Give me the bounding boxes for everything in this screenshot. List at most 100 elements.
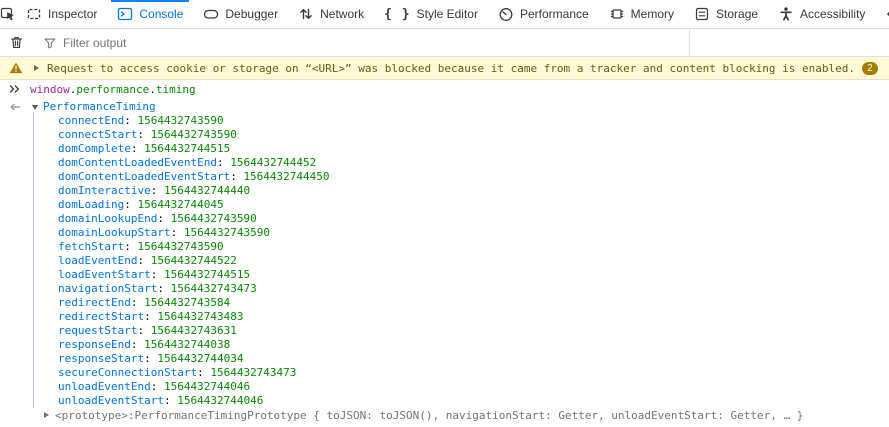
property-colon: : bbox=[170, 226, 184, 239]
object-property-row: domLoading: 1564432744045 bbox=[0, 198, 889, 212]
warning-icon bbox=[9, 61, 23, 75]
tab-network[interactable]: Network bbox=[288, 0, 374, 28]
property-value: 1564432743590 bbox=[183, 226, 270, 239]
clear-console-button[interactable] bbox=[0, 35, 32, 50]
property-name: domainLookupStart bbox=[58, 226, 171, 239]
tab-accessibility[interactable]: Accessibility bbox=[768, 0, 875, 28]
property-name: domComplete bbox=[58, 142, 131, 155]
expand-arrow-icon[interactable] bbox=[44, 412, 49, 418]
property-value: 1564432744452 bbox=[230, 156, 317, 169]
inspector-icon bbox=[26, 6, 42, 22]
property-value: 1564432744046 bbox=[163, 380, 251, 393]
property-value: 1564432743631 bbox=[150, 324, 237, 337]
tab-label: Memory bbox=[630, 7, 675, 21]
property-colon: : bbox=[124, 240, 138, 253]
expand-arrow-icon[interactable] bbox=[34, 65, 39, 71]
tab-label: Inspector bbox=[48, 7, 98, 21]
pick-element-icon bbox=[0, 6, 16, 22]
warning-message[interactable]: Request to access cookie or storage on “… bbox=[0, 57, 889, 80]
tab-debugger[interactable]: Debugger bbox=[193, 0, 288, 28]
property-colon: : bbox=[150, 268, 164, 281]
property-value: 1564432744450 bbox=[243, 170, 330, 183]
debugger-icon bbox=[203, 6, 219, 22]
object-property-row: redirectEnd: 1564432743584 bbox=[0, 296, 889, 310]
property-value: 1564432743590 bbox=[137, 240, 224, 253]
tab-style-editor[interactable]: { } Style Editor bbox=[374, 0, 488, 28]
input-expression: window.performance.timing bbox=[30, 83, 196, 96]
object-property-row: loadEventEnd: 1564432744522 bbox=[0, 254, 889, 268]
pick-element-button[interactable] bbox=[0, 0, 16, 28]
property-name: connectEnd bbox=[58, 114, 125, 127]
tab-label: Style Editor bbox=[416, 7, 478, 21]
property-name: domInteractive bbox=[58, 184, 151, 197]
collapse-toggle-icon[interactable] bbox=[32, 105, 38, 110]
code-token: timing bbox=[155, 82, 196, 96]
tab-memory[interactable]: Memory bbox=[599, 0, 684, 28]
tab-performance[interactable]: Performance bbox=[488, 0, 599, 28]
console-icon bbox=[117, 6, 133, 22]
object-property-row: redirectStart: 1564432743483 bbox=[0, 310, 889, 324]
object-property-row: domainLookupEnd: 1564432743590 bbox=[0, 212, 889, 226]
console-filter-bar bbox=[0, 29, 889, 57]
object-property-row: domComplete: 1564432744515 bbox=[0, 142, 889, 156]
property-name: fetchStart bbox=[58, 240, 125, 253]
object-property-row: navigationStart: 1564432743473 bbox=[0, 282, 889, 296]
property-colon: : bbox=[130, 142, 145, 155]
object-property-row: fetchStart: 1564432743590 bbox=[0, 240, 889, 254]
object-property-row: domInteractive: 1564432744440 bbox=[0, 184, 889, 198]
object-property-row: secureConnectionStart: 1564432743473 bbox=[0, 366, 889, 380]
property-colon: : bbox=[144, 352, 158, 365]
object-property-row: unloadEventStart: 1564432744046 bbox=[0, 394, 889, 408]
code-token: performance bbox=[76, 82, 150, 96]
object-class-name[interactable]: PerformanceTiming bbox=[43, 100, 156, 113]
property-value: 1564432743473 bbox=[170, 282, 257, 295]
object-property-row: unloadEventEnd: 1564432744046 bbox=[0, 380, 889, 394]
property-name: domContentLoadedEventEnd bbox=[58, 156, 217, 169]
tab-label: Performance bbox=[519, 7, 589, 21]
property-colon: : bbox=[130, 296, 145, 309]
filter-funnel-icon bbox=[43, 36, 57, 50]
evaluated-expression-row: window.performance.timing bbox=[0, 80, 889, 98]
property-name: loadEventEnd bbox=[58, 254, 138, 267]
prototype-preview: PerformanceTimingPrototype { toJSON: toJ… bbox=[134, 408, 804, 422]
accessibility-icon bbox=[778, 6, 794, 22]
property-value: 1564432743590 bbox=[170, 212, 257, 225]
property-name: domContentLoadedEventStart bbox=[58, 170, 231, 183]
object-property-row: connectEnd: 1564432743590 bbox=[0, 114, 889, 128]
property-colon: : bbox=[230, 170, 244, 183]
tab-label: Network bbox=[320, 7, 365, 21]
property-colon: : bbox=[124, 198, 138, 211]
style-editor-icon: { } bbox=[384, 6, 411, 22]
object-property-row: domContentLoadedEventEnd: 1564432744452 bbox=[0, 156, 889, 170]
object-property-row: loadEventStart: 1564432744515 bbox=[0, 268, 889, 282]
property-name: loadEventStart bbox=[58, 268, 151, 281]
property-value: 1564432744515 bbox=[144, 142, 231, 155]
prototype-label: <prototype>: bbox=[55, 408, 135, 422]
property-colon: : bbox=[137, 254, 151, 267]
more-tabs-button[interactable] bbox=[875, 0, 889, 28]
property-colon: : bbox=[150, 380, 164, 393]
tab-inspector[interactable]: Inspector bbox=[16, 0, 107, 28]
performance-icon bbox=[498, 6, 514, 22]
filter-output-input[interactable] bbox=[63, 35, 483, 50]
property-name: unloadEventEnd bbox=[58, 380, 151, 393]
property-colon: : bbox=[124, 114, 138, 127]
tab-storage[interactable]: Storage bbox=[684, 0, 768, 28]
filter-bar-separator bbox=[689, 29, 690, 56]
network-icon bbox=[298, 6, 314, 22]
code-token: window bbox=[30, 82, 70, 96]
property-name: domLoading bbox=[58, 198, 125, 211]
trash-icon bbox=[9, 35, 24, 50]
tab-console[interactable]: Console bbox=[107, 0, 193, 28]
object-property-row: responseStart: 1564432744034 bbox=[0, 352, 889, 366]
property-value: 1564432744038 bbox=[144, 338, 231, 351]
property-name: secureConnectionStart bbox=[58, 366, 198, 379]
object-property-row: requestStart: 1564432743631 bbox=[0, 324, 889, 338]
property-name: redirectEnd bbox=[58, 296, 131, 309]
object-property-row: responseEnd: 1564432744038 bbox=[0, 338, 889, 352]
code-token: . bbox=[149, 82, 156, 96]
property-value: 1564432743584 bbox=[144, 296, 231, 309]
property-colon: : bbox=[144, 310, 158, 323]
